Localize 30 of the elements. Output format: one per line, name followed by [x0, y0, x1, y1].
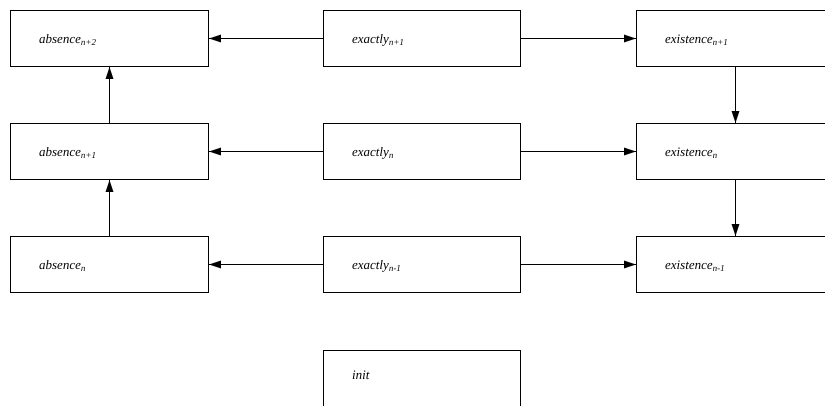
state-box [10, 10, 209, 67]
state-label: absence$_{n+1}$ [39, 145, 96, 158]
arrow [520, 260, 636, 268]
arrow [208, 260, 324, 268]
state-box [10, 123, 209, 180]
state-box [636, 123, 825, 180]
state-box [636, 236, 825, 293]
state-box [10, 236, 209, 293]
state-label: exactly$_{n+1}$ [352, 32, 404, 45]
arrow [208, 34, 324, 42]
state-box [323, 123, 521, 180]
arrow [732, 66, 740, 124]
arrow [106, 66, 114, 124]
arrow [732, 180, 740, 236]
state-label: init [352, 368, 370, 381]
arrow [208, 148, 324, 156]
state-box [323, 10, 521, 67]
state-label: exactly$_{n}$ [352, 145, 394, 158]
state-label: existence$_{n-1}$ [665, 258, 725, 271]
arrow [106, 180, 114, 236]
state-label: existence$_{n+1}$ [665, 32, 728, 45]
arrow [520, 34, 636, 42]
state-box [323, 350, 521, 406]
state-label: absence$_{n+2}$ [39, 32, 96, 45]
state-box [323, 236, 521, 293]
state-label: absence$_{n}$ [39, 258, 86, 271]
state-box [636, 10, 825, 67]
state-label: exactly$_{n-1}$ [352, 258, 401, 271]
state-label: existence$_{n}$ [665, 145, 718, 158]
arrow [520, 148, 636, 156]
